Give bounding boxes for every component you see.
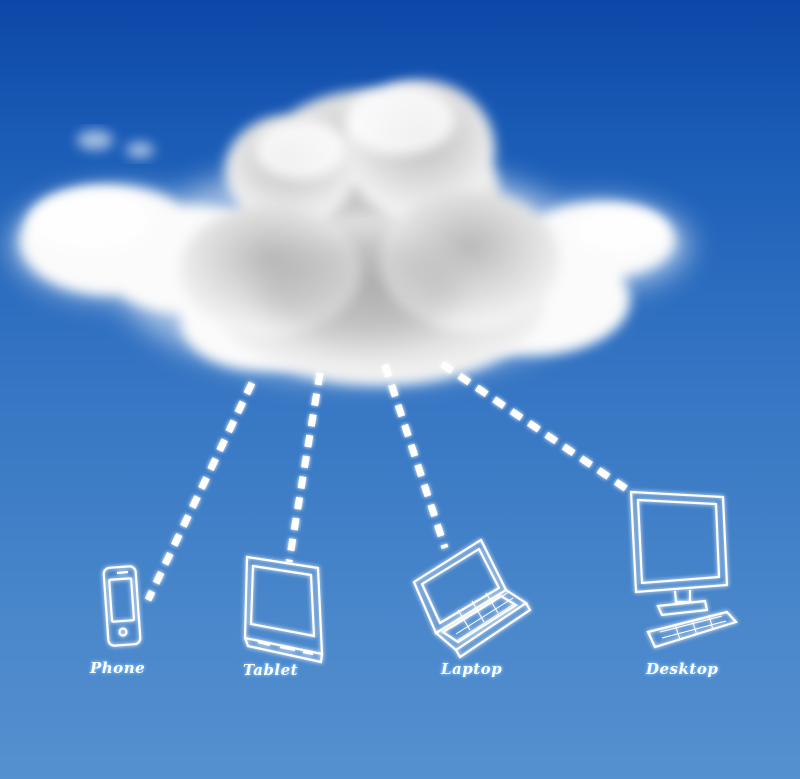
- connector-phone: [144, 381, 256, 602]
- laptop-icon: [412, 538, 532, 659]
- connector-laptop: [381, 363, 449, 550]
- desktop-monitor-icon: [629, 490, 738, 649]
- connector-desktop: [440, 361, 630, 493]
- smartphone-icon: [102, 565, 142, 647]
- tablet-icon: [243, 555, 324, 664]
- label-laptop: Laptop: [441, 660, 503, 678]
- connector-tablet: [285, 372, 324, 563]
- label-desktop: Desktop: [646, 660, 719, 678]
- label-tablet: Tablet: [243, 661, 299, 679]
- label-phone: Phone: [90, 659, 146, 677]
- cloud: [10, 80, 690, 385]
